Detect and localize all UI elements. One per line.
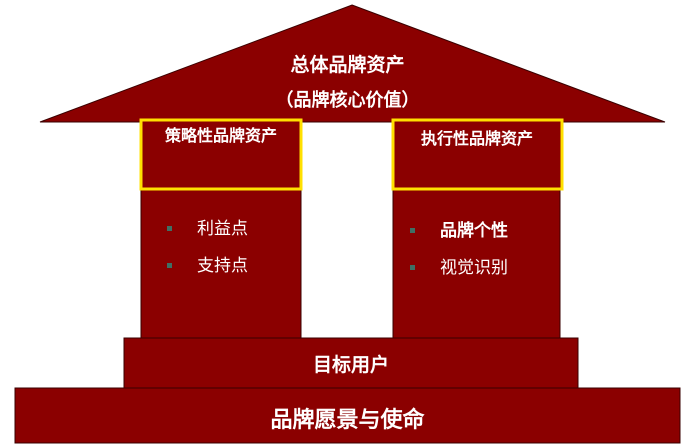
list-item-label: 品牌个性 [440,221,508,241]
list-item: 视觉识别 [410,257,508,294]
list-item: 支持点 [167,255,248,292]
list-item: 品牌个性 [410,220,508,257]
right-pillar-list: 品牌个性 视觉识别 [410,220,508,294]
list-item-label: 利益点 [197,219,248,239]
square-bullet-icon [167,226,172,231]
roof-subtitle: （品牌核心价值） [275,90,420,111]
base-label: 品牌愿景与使命 [270,408,425,433]
list-item-label: 支持点 [197,256,248,276]
left-pillar-heading: 策略性品牌资产 [164,126,277,145]
right-pillar-heading: 执行性品牌资产 [420,129,533,148]
right-pillar-shape [392,188,561,340]
square-bullet-icon [167,263,172,268]
left-pillar-header-box [139,118,303,191]
list-item: 利益点 [167,218,248,255]
left-pillar-list: 利益点 支持点 [167,218,248,292]
roof-shape [39,4,666,123]
roof-title: 总体品牌资产 [290,54,405,76]
square-bullet-icon [410,265,415,270]
base-shape [14,387,681,444]
right-pillar-header-box [391,118,564,191]
square-bullet-icon [410,228,415,233]
beam-label: 目标用户 [312,354,389,376]
beam-shape [123,337,579,389]
list-item-label: 视觉识别 [440,258,508,278]
